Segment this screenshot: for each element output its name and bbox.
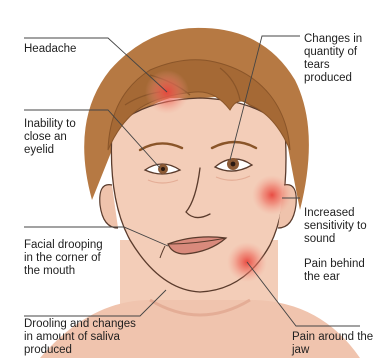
label-drooping: Facial drooping in the corner of the mou… <box>24 239 103 278</box>
label-tears: Changes in quantity of tears produced <box>304 33 362 85</box>
label-ear: Pain behind the ear <box>304 258 365 284</box>
pain-spot-ear <box>252 175 292 215</box>
label-headache: Headache <box>24 43 76 56</box>
label-sound: Increased sensitivity to sound <box>304 207 367 246</box>
label-eyelid: Inability to close an eyelid <box>24 118 76 157</box>
label-drooling: Drooling and changes in amount of saliva… <box>24 318 136 357</box>
label-jaw: Pain around the jaw <box>292 331 373 357</box>
